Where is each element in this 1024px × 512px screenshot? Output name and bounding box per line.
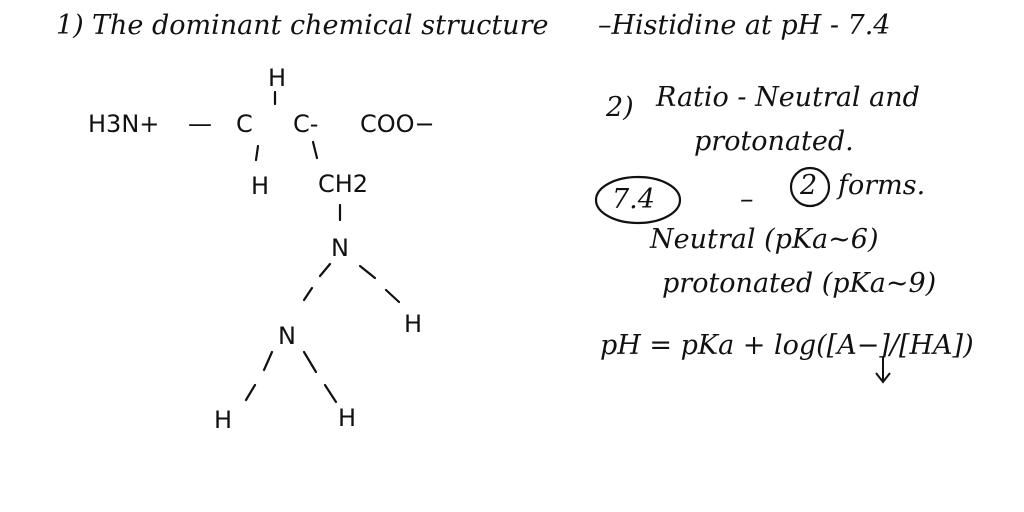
atom-c-alpha: C: [236, 110, 253, 138]
ph-value: 7.4: [612, 184, 655, 215]
bond-n-left-2: [302, 286, 314, 302]
circle-ph-value: [594, 175, 682, 225]
atom-n-mid: N: [278, 322, 296, 350]
atom-c-second: C-: [293, 110, 319, 138]
amine-group: H3N+: [88, 110, 160, 138]
bond-n-hright-1: [302, 350, 318, 374]
bond-n-right-2: [384, 288, 401, 304]
question-1-subject: –Histidine at pH - 7.4: [598, 10, 891, 41]
question-number-1: 1): [56, 10, 84, 41]
atom-h-left: H: [214, 406, 233, 434]
bond-dash: —: [188, 110, 212, 138]
question-2-heading-cont: protonated.: [694, 126, 854, 157]
ch2-group: CH2: [318, 170, 369, 198]
atom-h-n-top: H: [404, 310, 423, 338]
henderson-equation: pH = pKa + log([A−]/[HA]): [600, 330, 974, 361]
arrow-head: [875, 372, 891, 384]
bond-n-hleft-1: [262, 350, 274, 372]
bond-n-right-1: [358, 264, 377, 280]
question-2-heading: Ratio - Neutral and: [656, 82, 920, 113]
atom-n-top: N: [331, 234, 349, 262]
forms-count: 2: [800, 170, 818, 201]
bond-ch: [311, 140, 319, 160]
bond-bottom-h: [254, 144, 260, 162]
atom-h-bottom: H: [251, 172, 270, 200]
neutral-line: Neutral (pKa~6): [650, 224, 879, 255]
protonated-line: protonated (pKa~9): [662, 268, 937, 299]
carboxylate-group: COO−: [360, 110, 435, 138]
forms-word: forms.: [838, 170, 926, 201]
question-number-2: 2): [606, 92, 634, 123]
ratio-dash: –: [740, 184, 754, 215]
atom-h-right: H: [338, 404, 357, 432]
bond-n-hright-2: [323, 383, 338, 404]
bond-n-hleft-2: [244, 383, 257, 402]
bond-n-left-1: [318, 262, 332, 278]
atom-h-top: H: [268, 64, 287, 92]
question-1-title: The dominant chemical structure: [92, 10, 549, 41]
circle-forms-count: [789, 166, 831, 208]
